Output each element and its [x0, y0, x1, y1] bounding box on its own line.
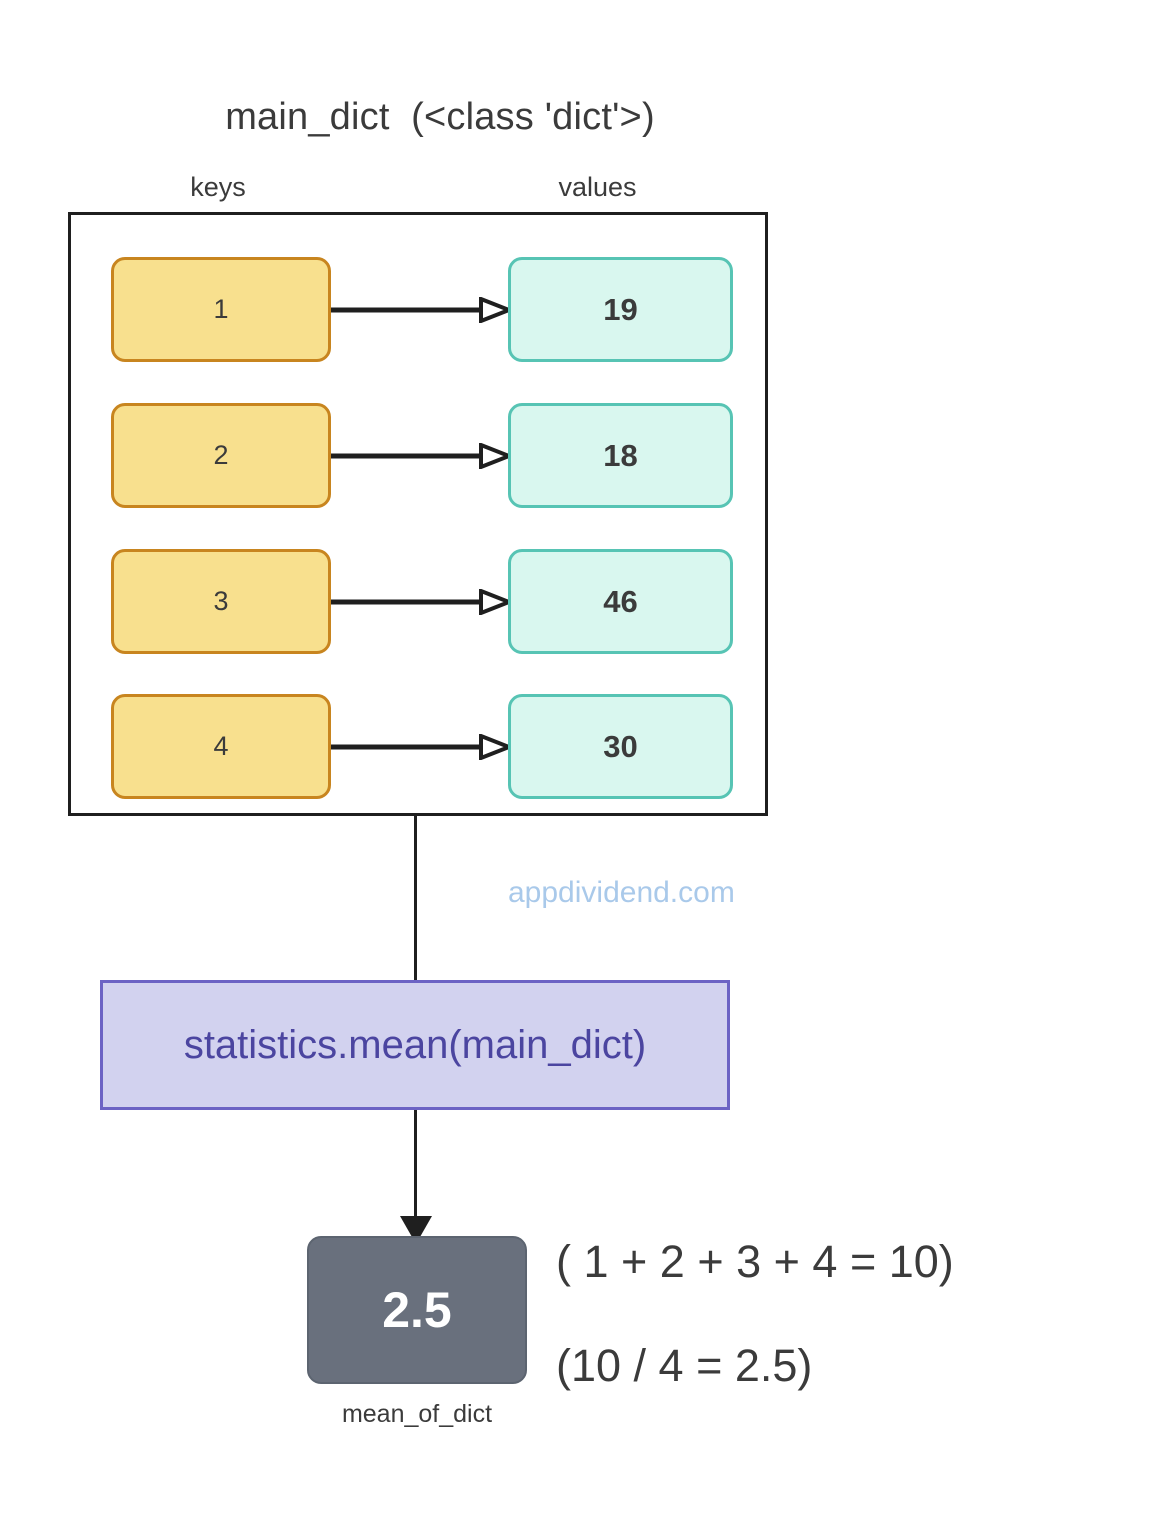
maps-to-arrow-icon [331, 734, 511, 760]
key-box: 4 [111, 694, 331, 799]
dict-entry-row: 4 30 [71, 694, 765, 799]
key-box: 1 [111, 257, 331, 362]
values-column-label: values [558, 172, 637, 202]
maps-to-arrow-icon [331, 297, 511, 323]
value-box: 18 [508, 403, 733, 508]
key-box: 3 [111, 549, 331, 654]
flow-connector-line [414, 816, 417, 982]
value-box: 30 [508, 694, 733, 799]
value-box: 19 [508, 257, 733, 362]
key-box: 2 [111, 403, 331, 508]
formula-sum: ( 1 + 2 + 3 + 4 = 10) [556, 1236, 954, 1287]
result-variable-label: mean_of_dict [341, 1400, 493, 1428]
dict-container: 1 19 2 18 3 46 4 30 [68, 212, 768, 816]
function-call-box: statistics.mean(main_dict) [100, 980, 730, 1110]
formula-mean: (10 / 4 = 2.5) [556, 1340, 813, 1391]
dict-entry-row: 2 18 [71, 403, 765, 508]
dict-entry-row: 1 19 [71, 257, 765, 362]
result-value-box: 2.5 [307, 1236, 527, 1384]
dict-entry-row: 3 46 [71, 549, 765, 654]
keys-column-label: keys [190, 172, 246, 202]
value-box: 46 [508, 549, 733, 654]
page-title: main_dict (<class 'dict'>) [225, 96, 655, 138]
watermark: appdividend.com [508, 876, 735, 909]
flow-connector-line [414, 1110, 417, 1222]
maps-to-arrow-icon [331, 589, 511, 615]
maps-to-arrow-icon [331, 443, 511, 469]
